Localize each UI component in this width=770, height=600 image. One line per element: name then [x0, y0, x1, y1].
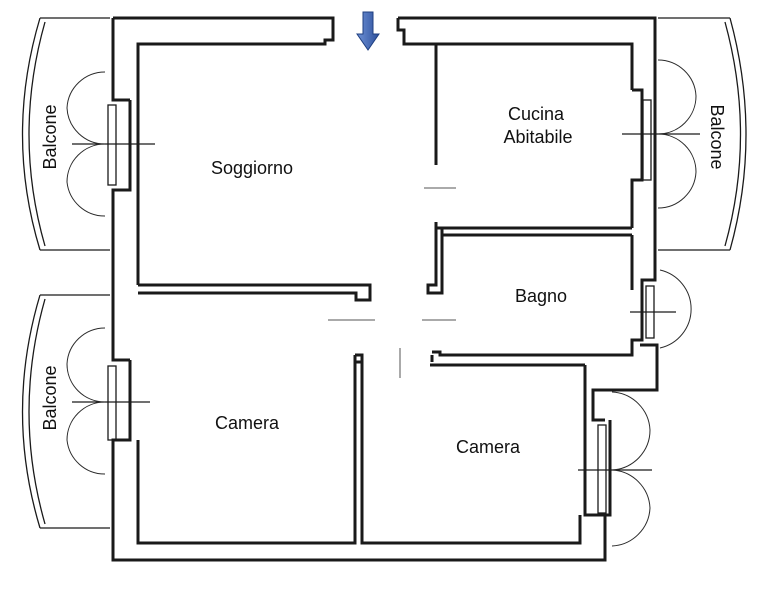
balcony-top-left [21, 17, 110, 251]
balcony-label-top-left: Balcone [40, 104, 60, 169]
room-label-cucina-line1: Cucina [508, 104, 565, 124]
room-label-cucina-line2: Abitabile [503, 127, 572, 147]
room-label-camera-right: Camera [456, 437, 521, 457]
balcony-label-bottom-left: Balcone [40, 365, 60, 430]
room-label-soggiorno: Soggiorno [211, 158, 293, 178]
balcony-bottom-left [21, 294, 110, 529]
window-bathroom [630, 269, 692, 349]
balcony-door-top-left [66, 71, 155, 217]
balcony-door-bottom-left [66, 327, 150, 475]
opening-marks [328, 187, 456, 378]
exterior-walls [111, 16, 659, 562]
balcony-top-right [658, 17, 747, 251]
interior-walls [138, 44, 634, 364]
room-label-bagno: Bagno [515, 286, 567, 306]
room-label-camera-left: Camera [215, 413, 280, 433]
balcony-door-top-right [622, 59, 700, 209]
balcony-label-top-right: Balcone [707, 104, 727, 169]
balcony-door-bottom-right [578, 391, 652, 547]
arrow-down-icon [356, 11, 380, 51]
